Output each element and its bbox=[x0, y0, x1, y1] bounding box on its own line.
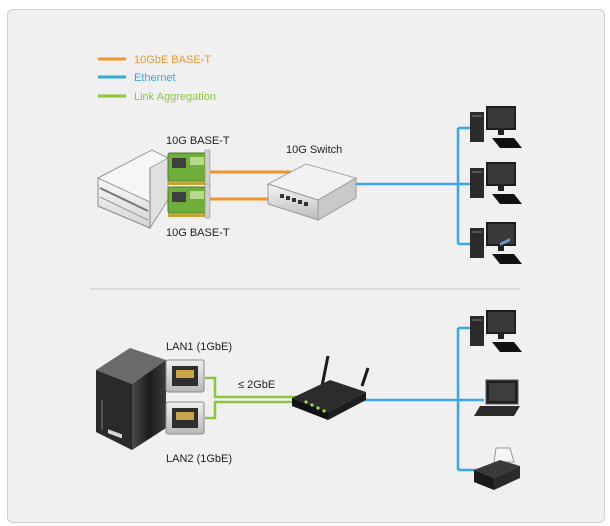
ethernet-cables-bottom bbox=[362, 326, 484, 472]
legend-item-link-aggregation: Link Aggregation bbox=[98, 91, 216, 103]
nic-card-bottom-icon bbox=[167, 183, 211, 219]
desktop-pc-icon bbox=[470, 106, 522, 148]
aggregate-speed-label: ≤ 2GbE bbox=[238, 379, 275, 391]
tower-server-icon bbox=[96, 348, 166, 450]
ethernet-cables-top bbox=[352, 126, 478, 246]
printer-icon bbox=[474, 238, 520, 490]
wifi-router-icon bbox=[292, 355, 370, 420]
legend-item-10gbe: 10GbE BASE-T bbox=[98, 54, 211, 66]
legend-label-ethernet: Ethernet bbox=[134, 72, 176, 84]
network-switch-icon bbox=[266, 163, 358, 221]
desktop-pc-icon bbox=[470, 310, 522, 352]
link-aggregation-cables bbox=[205, 376, 300, 420]
nic-bottom-label: 10G BASE-T bbox=[166, 227, 230, 239]
nic-top-label: 10G BASE-T bbox=[166, 135, 230, 147]
desktop-pc-icon bbox=[470, 222, 522, 264]
legend-label-10gbe: 10GbE BASE-T bbox=[134, 54, 211, 66]
lan1-port-icon bbox=[165, 359, 205, 393]
laptop-icon bbox=[474, 379, 520, 416]
legend: 10GbE BASE-T Ethernet Link Aggregation bbox=[98, 54, 216, 103]
legend-label-link-aggregation: Link Aggregation bbox=[134, 91, 216, 103]
switch-label: 10G Switch bbox=[286, 144, 342, 156]
nic-card-top-icon bbox=[167, 149, 211, 187]
legend-item-ethernet: Ethernet bbox=[98, 72, 176, 84]
lan2-label: LAN2 (1GbE) bbox=[166, 453, 232, 465]
lan1-label: LAN1 (1GbE) bbox=[166, 341, 232, 353]
lan2-port-icon bbox=[165, 401, 205, 435]
rackmount-server-icon bbox=[96, 149, 170, 229]
desktop-pc-icon bbox=[470, 162, 522, 204]
